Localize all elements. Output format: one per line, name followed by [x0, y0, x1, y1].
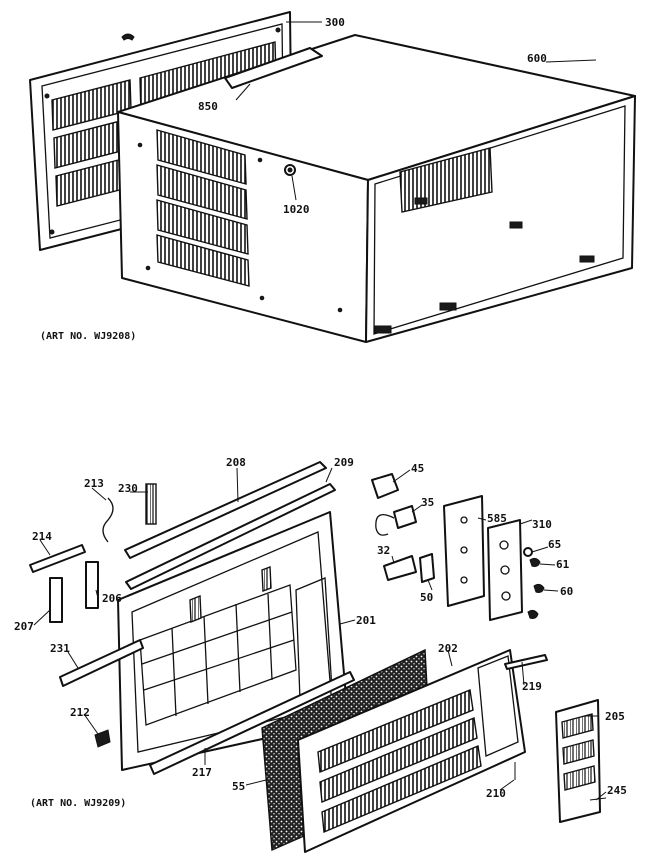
- callout-210: 210: [486, 787, 506, 800]
- callout-310: 310: [532, 518, 552, 531]
- callout-61: 61: [556, 558, 570, 571]
- rail-231: [59, 639, 144, 687]
- knob-small: [527, 609, 539, 619]
- part-32: [383, 555, 417, 581]
- callout-201: 201: [356, 614, 376, 627]
- rail-217: [149, 671, 355, 775]
- callout-35: 35: [421, 496, 434, 509]
- part-230: [145, 483, 157, 525]
- callout-1020: 1020: [283, 203, 310, 216]
- callout-217: 217: [192, 766, 212, 779]
- knob-61: [529, 557, 541, 567]
- callout-206: 206: [102, 592, 122, 605]
- callout-209: 209: [334, 456, 354, 469]
- callout-60: 60: [560, 585, 573, 598]
- baffle-strip: [224, 47, 323, 89]
- callout-214: 214: [32, 530, 52, 543]
- callout-600: 600: [527, 52, 547, 65]
- upper-assembly: 300 600 850 1020 (ART NO. WJ9208): [29, 11, 636, 343]
- callout-55: 55: [232, 780, 245, 793]
- lower-art-number: (ART NO. WJ9209): [30, 798, 126, 809]
- callout-45: 45: [411, 462, 424, 475]
- grommet: [284, 164, 296, 176]
- callout-32: 32: [377, 544, 390, 557]
- escutcheon-310: [487, 519, 523, 621]
- lower-assembly: 208 209 213 230 45 35 585 310 214 206 20…: [14, 456, 627, 853]
- callout-202: 202: [438, 642, 458, 655]
- side-panel-205: [555, 699, 601, 823]
- callout-585: 585: [487, 512, 507, 525]
- part-50: [419, 553, 435, 583]
- rail-209: [125, 483, 336, 590]
- callout-213: 213: [84, 477, 104, 490]
- callout-231: 231: [50, 642, 70, 655]
- control-bracket-585: [443, 495, 485, 607]
- clip-212: [94, 729, 111, 748]
- callout-850: 850: [198, 100, 218, 113]
- callout-50: 50: [420, 591, 433, 604]
- callout-207: 207: [14, 620, 34, 633]
- rod-219: [504, 654, 548, 670]
- knob-65: [523, 547, 533, 557]
- callout-245: 245: [607, 784, 627, 797]
- part-214: [29, 544, 86, 573]
- part-35: [375, 505, 417, 536]
- callout-300: 300: [325, 16, 345, 29]
- knob-60: [533, 583, 545, 593]
- callout-205: 205: [605, 710, 625, 723]
- part-213: [102, 497, 114, 543]
- callout-219: 219: [522, 680, 542, 693]
- part-207: [49, 577, 63, 623]
- front-grille: [297, 649, 526, 853]
- part-45: [371, 473, 399, 499]
- upper-art-number: (ART NO. WJ9208): [40, 331, 136, 342]
- callout-65: 65: [548, 538, 561, 551]
- callout-208: 208: [226, 456, 246, 469]
- rail-208: [124, 461, 327, 559]
- callout-230: 230: [118, 482, 138, 495]
- callout-212: 212: [70, 706, 90, 719]
- part-206: [85, 561, 99, 609]
